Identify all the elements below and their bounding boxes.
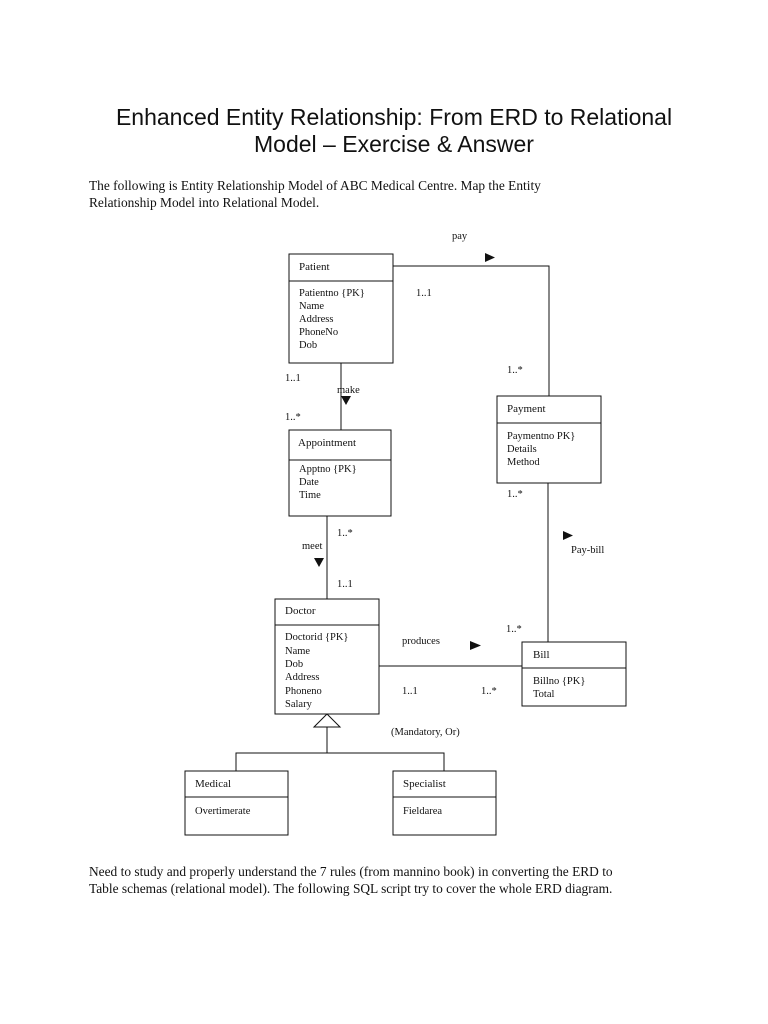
- entity-name: Bill: [533, 649, 550, 661]
- entity-payment: Payment Paymentno PK} Details Method: [496, 395, 602, 484]
- entity-attribute: Details: [507, 444, 537, 455]
- relationship-label-pay-bill: Pay-bill: [571, 545, 604, 556]
- multiplicity-payment-bill: 1..*: [507, 489, 523, 500]
- entity-attribute: Name: [299, 301, 324, 312]
- meet-arrow-icon: [314, 558, 324, 567]
- entity-attribute: PhoneNo: [299, 327, 338, 338]
- make-arrow-icon: [341, 396, 351, 405]
- multiplicity-patient-pay: 1..1: [416, 288, 432, 299]
- entity-box: [521, 641, 627, 707]
- relationship-labels: pay make meet Pay-bill produces: [302, 231, 604, 647]
- multiplicity-payment-pay: 1..*: [507, 365, 523, 376]
- multiplicity-bill-pay: 1..*: [506, 624, 522, 635]
- generalization-line-specialist: [327, 752, 445, 771]
- intro-paragraph: The following is Entity Relationship Mod…: [89, 177, 541, 211]
- entity-attribute: Method: [507, 457, 540, 468]
- entity-specialist: Specialist Fieldarea: [392, 770, 497, 836]
- entity-attribute: Salary: [285, 699, 313, 710]
- generalization-triangle: [312, 713, 342, 728]
- entity-attribute: Phoneno: [285, 686, 322, 697]
- entity-attribute: Billno {PK}: [533, 676, 585, 687]
- relationship-label-pay: pay: [452, 231, 468, 242]
- entity-name: Appointment: [298, 437, 356, 449]
- entity-appointment: Appointment Apptno {PK} Date Time: [288, 429, 392, 517]
- multiplicity-appointment-make: 1..*: [285, 412, 301, 423]
- pay-arrow-icon: [485, 253, 495, 262]
- pay-line: [393, 265, 550, 396]
- multiplicity-appointment-meet: 1..*: [337, 528, 353, 539]
- title-line-2: Model – Exercise & Answer: [254, 131, 534, 157]
- entity-box: [392, 770, 497, 836]
- entity-attribute: Doctorid {PK}: [285, 632, 348, 643]
- relationship-label-meet: meet: [302, 541, 322, 552]
- multiplicity-labels: 1..1 1..* 1..1 1..* 1..* 1..1 1..* 1..* …: [285, 288, 523, 697]
- entity-doctor: Doctor Doctorid {PK} Name Dob Address Ph…: [274, 598, 380, 715]
- entity-name: Payment: [507, 403, 546, 415]
- entity-attribute: Time: [299, 490, 321, 501]
- specialization-constraint: (Mandatory, Or): [391, 727, 460, 738]
- intro-line-1: The following is Entity Relationship Mod…: [89, 178, 541, 193]
- relationship-label-produces: produces: [402, 636, 440, 647]
- entity-bill: Bill Billno {PK} Total: [521, 641, 627, 707]
- entity-name: Patient: [299, 261, 330, 273]
- entity-attribute: Name: [285, 646, 310, 657]
- title-line-1: Enhanced Entity Relationship: From ERD t…: [115, 104, 673, 130]
- multiplicity-doctor-produces: 1..1: [402, 686, 418, 697]
- multiplicity-bill-produces: 1..*: [481, 686, 497, 697]
- pay-bill-arrow-icon: [563, 531, 573, 540]
- entity-attribute: Dob: [285, 659, 303, 670]
- multiplicity-doctor-meet: 1..1: [337, 579, 353, 590]
- intro-line-2: Relationship Model into Relational Model…: [89, 195, 320, 210]
- relationship-label-make: make: [337, 385, 360, 396]
- entity-box: [184, 770, 289, 836]
- entity-box: [496, 395, 602, 484]
- produces-arrow-icon: [470, 641, 481, 650]
- entity-box: [274, 598, 380, 715]
- entity-attribute: Overtimerate: [195, 806, 251, 817]
- entity-box: [288, 429, 392, 517]
- page-title: Enhanced Entity Relationship: From ERD t…: [60, 104, 728, 158]
- entity-box: [288, 253, 394, 364]
- relationship-lines: [235, 265, 550, 771]
- outro-line-1: Need to study and properly understand th…: [89, 864, 613, 879]
- entity-attribute: Dob: [299, 340, 317, 351]
- entity-medical: Medical Overtimerate: [184, 770, 289, 836]
- entity-attribute: Date: [299, 477, 319, 488]
- entity-attribute: Total: [533, 689, 555, 700]
- entity-attribute: Patientno {PK}: [299, 288, 365, 299]
- outro-line-2: Table schemas (relational model). The fo…: [89, 881, 613, 896]
- outro-paragraph: Need to study and properly understand th…: [89, 863, 613, 897]
- entity-attribute: Paymentno PK}: [507, 431, 575, 442]
- entity-attribute: Fieldarea: [403, 806, 442, 817]
- multiplicity-patient-make: 1..1: [285, 373, 301, 384]
- entity-name: Doctor: [285, 605, 316, 617]
- entity-attribute: Address: [299, 314, 333, 325]
- entity-name: Specialist: [403, 778, 446, 790]
- generalization-line-medical: [235, 727, 328, 771]
- entity-attribute: Apptno {PK}: [299, 464, 357, 475]
- entity-attribute: Address: [285, 672, 319, 683]
- entity-name: Medical: [195, 778, 231, 790]
- entity-patient: Patient Patientno {PK} Name Address Phon…: [288, 253, 394, 364]
- direction-arrows: [314, 253, 573, 650]
